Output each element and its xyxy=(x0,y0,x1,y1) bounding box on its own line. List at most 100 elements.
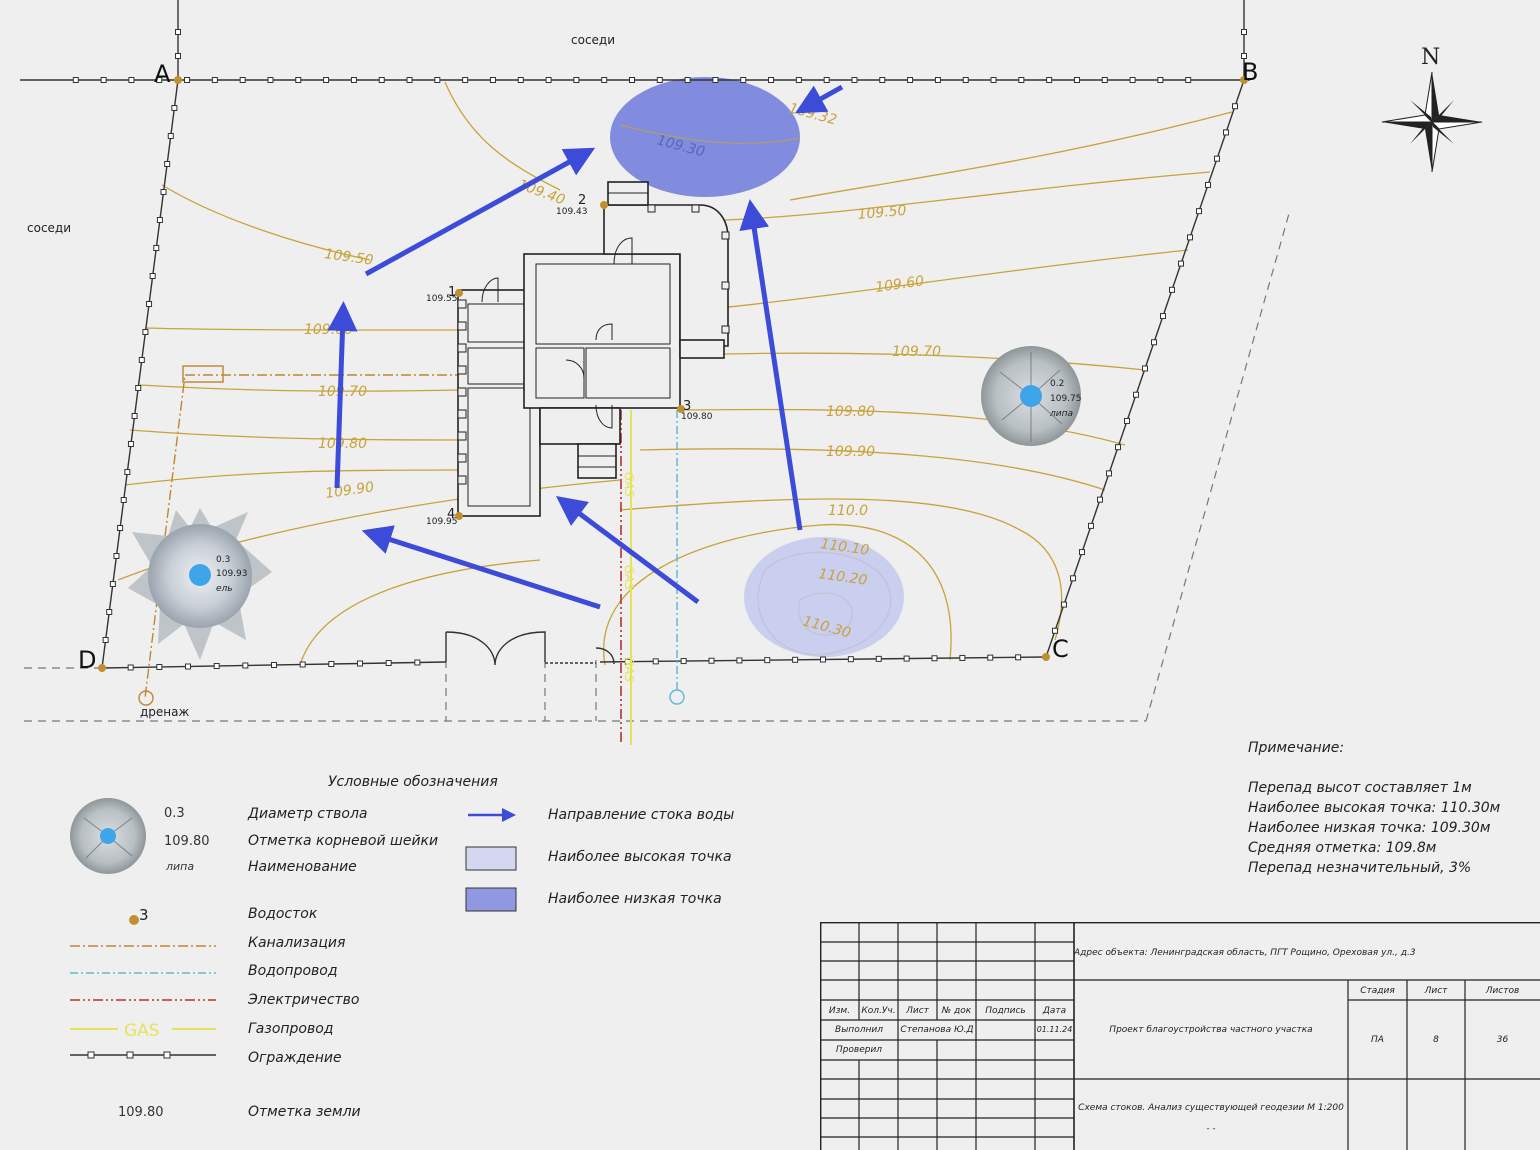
tree-name: липа xyxy=(1049,409,1073,419)
legend-ground-mark: Отметка земли xyxy=(248,1104,361,1120)
note-line: Наиболее низкая точка: 109.30м xyxy=(1248,820,1491,836)
fence-post xyxy=(1052,627,1058,634)
fence-post xyxy=(213,663,220,669)
fence-post xyxy=(149,273,156,279)
legend-elev-value: 109.80 xyxy=(164,834,210,849)
fence-post xyxy=(271,662,277,668)
fence-post xyxy=(385,660,392,666)
gas-label: GAS xyxy=(622,472,636,498)
tree-elev: 109.93 xyxy=(216,569,248,579)
tree-spruce xyxy=(128,508,272,660)
fence-post xyxy=(120,497,127,503)
fence-post xyxy=(211,77,218,83)
tb-performed-label: Выполнил xyxy=(835,1025,883,1035)
legend-gas-line: Газопровод xyxy=(248,1021,334,1037)
legend-title: Условные обозначения xyxy=(328,774,498,790)
legend-downspout-num: 3 xyxy=(139,906,149,924)
fence-post xyxy=(414,659,421,666)
fence-post xyxy=(323,77,330,83)
fence-post xyxy=(299,661,306,668)
fence-post xyxy=(117,525,124,531)
fence-post xyxy=(1160,313,1166,320)
tb-header-list: Лист xyxy=(906,1006,929,1016)
downspout-3 xyxy=(677,405,685,413)
contour-label: 109.90 xyxy=(324,479,375,502)
neighbors-top: соседи xyxy=(571,33,615,47)
title-block-grid xyxy=(820,922,1540,1150)
fence-post xyxy=(328,661,335,667)
legend-tree-name: Наименование xyxy=(248,859,357,875)
fence-post xyxy=(1187,234,1193,241)
flow-arrows xyxy=(327,84,844,610)
tree-diameter: 0.3 xyxy=(216,555,230,565)
legend-ground-value: 109.80 xyxy=(118,1105,164,1120)
legend-lowest-point: Наиболее низкая точка xyxy=(548,891,722,907)
fence-post xyxy=(1061,601,1067,608)
note-line: Перепад незначительный, 3% xyxy=(1248,860,1472,876)
legend-low-swatch xyxy=(465,887,517,912)
fence-post xyxy=(153,245,160,251)
tree-diameter: 0.2 xyxy=(1050,379,1064,389)
fence-post xyxy=(1073,77,1080,83)
fence-post xyxy=(100,77,107,83)
fence-post xyxy=(517,77,524,83)
fence-post xyxy=(160,189,167,195)
fence-post xyxy=(629,77,635,83)
fence-post xyxy=(1185,77,1192,83)
contour-label: 110.0 xyxy=(828,503,868,519)
fence-post xyxy=(1157,77,1164,83)
tree-linden xyxy=(981,346,1081,446)
fence-post xyxy=(1178,260,1184,267)
fence-post xyxy=(875,655,882,662)
fence-post xyxy=(1115,444,1121,451)
fence-post xyxy=(378,77,385,83)
legend-diameter-value: 0.3 xyxy=(164,806,185,821)
tb-performed-by: Степанова Ю.Д xyxy=(900,1025,974,1035)
downspout-elev: 109.43 xyxy=(556,207,588,217)
fence-post xyxy=(768,77,775,83)
fence-post xyxy=(740,77,747,83)
legend-highest-point: Наиболее высокая точка xyxy=(548,849,732,865)
legend-root-mark: Отметка корневой шейки xyxy=(248,833,439,849)
tb-header-sign: Подпись xyxy=(985,1006,1026,1016)
fence-post xyxy=(1046,77,1053,83)
fence-post xyxy=(1151,339,1157,346)
fence-post xyxy=(656,77,663,83)
fence-post xyxy=(267,77,274,83)
legend-name-value: липа xyxy=(166,860,195,873)
tb-header-izm: Изм. xyxy=(828,1006,851,1016)
fence-post xyxy=(573,77,580,83)
fence-post xyxy=(1241,53,1247,59)
fence-post xyxy=(142,329,149,335)
fence-post xyxy=(1015,654,1022,661)
fence-post xyxy=(1129,77,1136,83)
fence-post xyxy=(146,301,153,307)
fence-post xyxy=(350,77,357,83)
legend-gas-text: GAS xyxy=(124,1021,160,1041)
corner-label-b: B xyxy=(1242,58,1258,86)
tree-name: ель xyxy=(216,584,233,594)
fence-post xyxy=(72,77,79,83)
fence-post xyxy=(295,77,302,83)
neighbors-left: соседи xyxy=(27,221,71,235)
contour-label: 110.10 xyxy=(819,536,870,559)
fence-post xyxy=(712,77,719,83)
legend-tree-diameter: Диаметр ствола xyxy=(248,806,368,822)
fence-post xyxy=(851,77,858,83)
contour-label: 109.80 xyxy=(318,436,367,452)
contour-label: 109.80 xyxy=(826,404,875,420)
note-line: Средняя отметка: 109.8м xyxy=(1248,840,1437,856)
fence-post xyxy=(823,77,830,83)
downspout-num: 2 xyxy=(578,193,586,208)
gas-label: GAS xyxy=(622,565,636,591)
note-line: Наиболее высокая точка: 110.30м xyxy=(1248,800,1501,816)
fence-post xyxy=(1097,496,1103,503)
contour-label: 109.50 xyxy=(323,246,374,269)
fence-post xyxy=(931,655,938,662)
fence-post xyxy=(987,654,994,661)
fence-post xyxy=(1133,391,1139,398)
legend-downspout: Водосток xyxy=(248,906,318,922)
downspout-elev: 109.80 xyxy=(681,412,713,422)
fence-post xyxy=(102,637,109,643)
downspout-elev: 109.55 xyxy=(426,294,458,304)
